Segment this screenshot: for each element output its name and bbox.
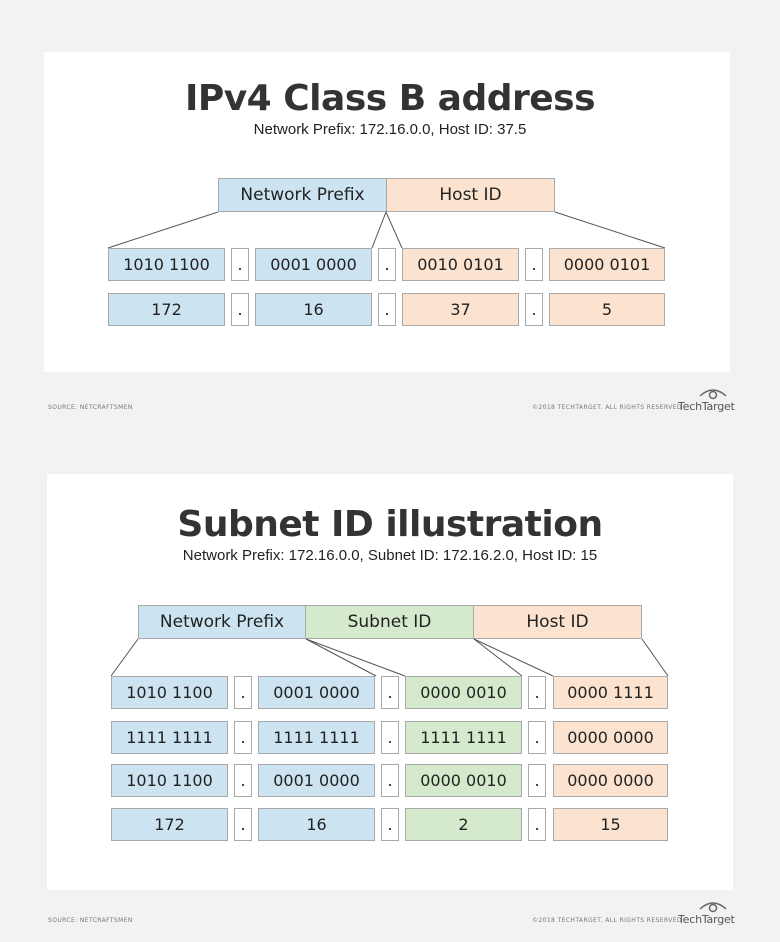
- d2-r2-dot2: .: [234, 721, 252, 754]
- d2-r3-octet1: 1010 1100: [111, 764, 228, 797]
- d2-r2-octet7: 0000 0000: [553, 721, 668, 754]
- d2-r3-octet5: 0000 0010: [405, 764, 522, 797]
- d1-r1-dot2: .: [378, 248, 396, 281]
- d2-r4-octet7: 15: [553, 808, 668, 841]
- d1-r2-dot1: .: [231, 293, 249, 326]
- d2-r1-octet3: 0001 0000: [258, 676, 375, 709]
- diagram1-source: SOURCE: NETCRAFTSMEN: [48, 404, 133, 411]
- diagram2-title: Subnet ID illustration: [177, 504, 603, 545]
- d2-r4-dot6: .: [528, 808, 546, 841]
- d2-r2-octet5: 1111 1111: [405, 721, 522, 754]
- diagram2-source: SOURCE: NETCRAFTSMEN: [48, 917, 133, 924]
- d1-r1-octet3: 0010 0101: [402, 248, 519, 281]
- d2-r3-octet7: 0000 0000: [553, 764, 668, 797]
- d2-r1-octet1: 1010 1100: [111, 676, 228, 709]
- techtarget-logo: TechTarget: [678, 400, 735, 413]
- techtarget-eye-icon: [699, 902, 727, 913]
- d1-r1-dot1: .: [231, 248, 249, 281]
- d2-r2-dot4: .: [381, 721, 399, 754]
- d1-r2-octet3: 37: [402, 293, 519, 326]
- diagram2-host-id-header: Host ID: [473, 605, 642, 639]
- techtarget-logo: TechTarget: [678, 913, 735, 926]
- d2-r2-octet1: 1111 1111: [111, 721, 228, 754]
- d2-r1-dot4: .: [381, 676, 399, 709]
- diagram1-host-id-header: Host ID: [386, 178, 555, 212]
- d2-r4-octet3: 16: [258, 808, 375, 841]
- d2-r1-dot2: .: [234, 676, 252, 709]
- techtarget-eye-icon: [699, 389, 727, 400]
- d2-r4-dot2: .: [234, 808, 252, 841]
- d2-r2-octet3: 1111 1111: [258, 721, 375, 754]
- d2-r3-dot6: .: [528, 764, 546, 797]
- diagram2-copyright: ©2018 TECHTARGET. ALL RIGHTS RESERVED: [532, 917, 682, 924]
- diagram1-copyright: ©2018 TECHTARGET. ALL RIGHTS RESERVED: [532, 404, 682, 411]
- diagram2-subnet-id-header: Subnet ID: [305, 605, 474, 639]
- d2-r1-octet5: 0000 0010: [405, 676, 522, 709]
- d2-r1-dot6: .: [528, 676, 546, 709]
- d2-r4-octet5: 2: [405, 808, 522, 841]
- d1-r1-octet2: 0001 0000: [255, 248, 372, 281]
- d1-r1-octet4: 0000 0101: [549, 248, 665, 281]
- diagram1-subtitle: Network Prefix: 172.16.0.0, Host ID: 37.…: [253, 121, 527, 138]
- diagram1-network-prefix-header: Network Prefix: [218, 178, 387, 212]
- diagram1-title: IPv4 Class B address: [184, 78, 596, 119]
- d1-r2-octet2: 16: [255, 293, 372, 326]
- d1-r1-octet1: 1010 1100: [108, 248, 225, 281]
- d2-r1-octet7: 0000 1111: [553, 676, 668, 709]
- d2-r3-dot2: .: [234, 764, 252, 797]
- d1-r2-dot3: .: [525, 293, 543, 326]
- d1-r2-octet1: 172: [108, 293, 225, 326]
- d2-r3-octet3: 0001 0000: [258, 764, 375, 797]
- d2-r3-dot4: .: [381, 764, 399, 797]
- d1-r1-dot3: .: [525, 248, 543, 281]
- d2-r2-dot6: .: [528, 721, 546, 754]
- d2-r4-octet1: 172: [111, 808, 228, 841]
- d2-r4-dot4: .: [381, 808, 399, 841]
- diagram2-network-prefix-header: Network Prefix: [138, 605, 306, 639]
- d1-r2-dot2: .: [378, 293, 396, 326]
- d1-r2-octet4: 5: [549, 293, 665, 326]
- diagram2-subtitle: Network Prefix: 172.16.0.0, Subnet ID: 1…: [182, 547, 598, 564]
